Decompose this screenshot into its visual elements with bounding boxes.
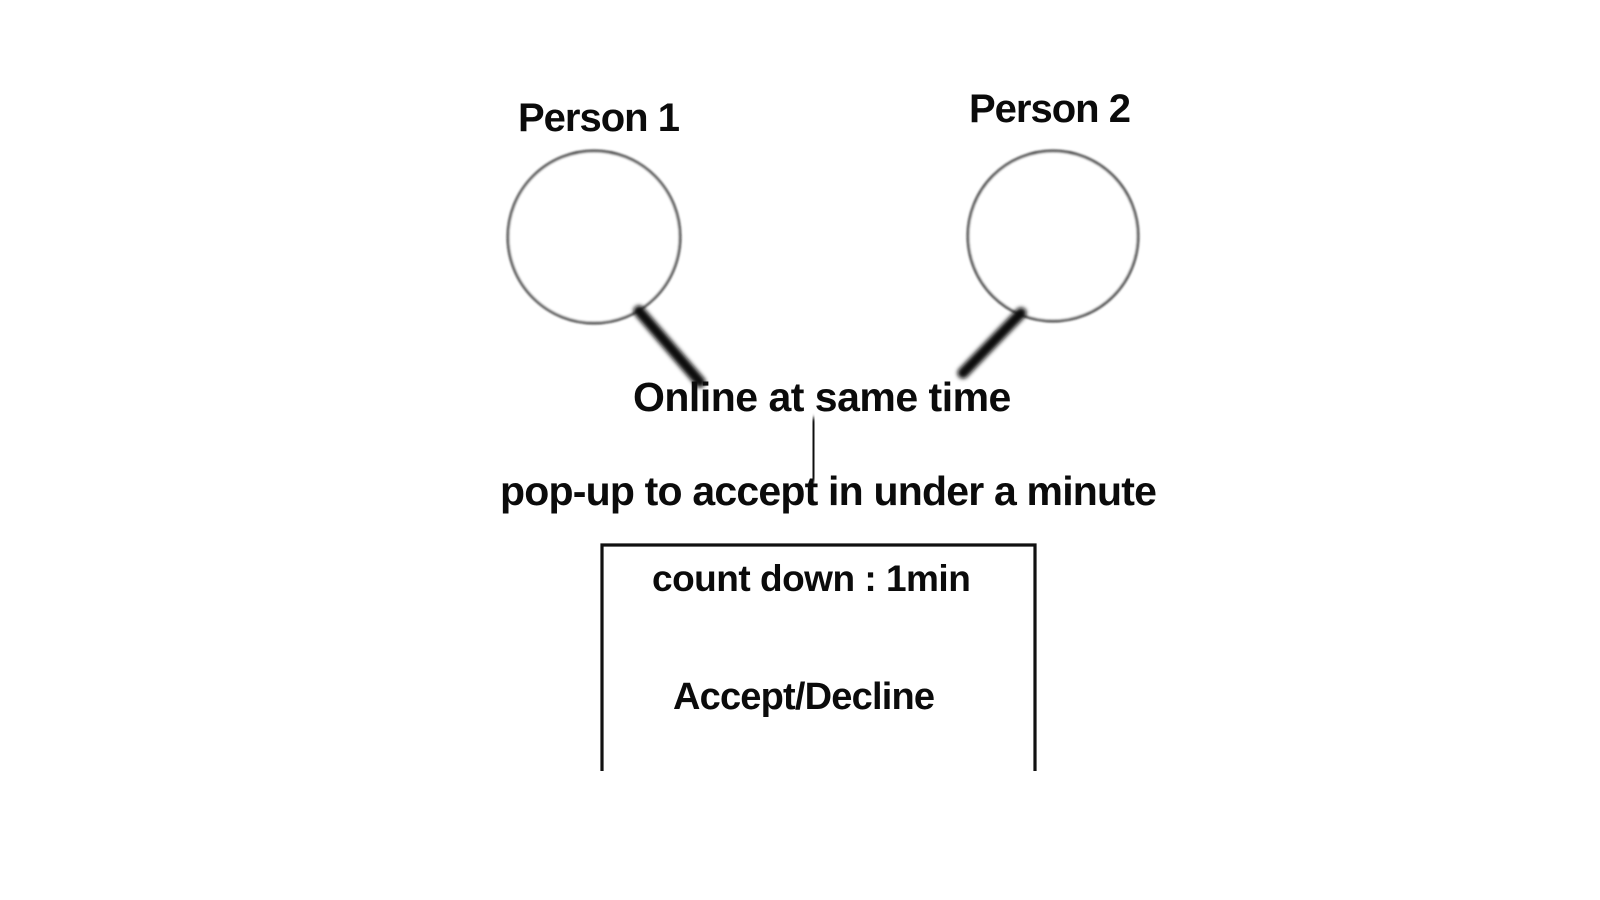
person1-circle[interactable] <box>506 149 682 325</box>
person2-circle[interactable] <box>966 149 1140 323</box>
countdown-label: count down : 1min <box>652 558 971 599</box>
connector-person2-to-condition <box>957 307 1027 379</box>
person2-label: Person 2 <box>969 87 1131 131</box>
person1-label: Person 1 <box>518 96 680 140</box>
accept-decline-label[interactable]: Accept/Decline <box>673 676 935 718</box>
popup-accept-label: pop-up to accept in under a minute <box>500 468 1157 514</box>
online-same-time-label: Online at same time <box>633 374 1011 420</box>
connector-person1-to-condition <box>633 305 706 388</box>
